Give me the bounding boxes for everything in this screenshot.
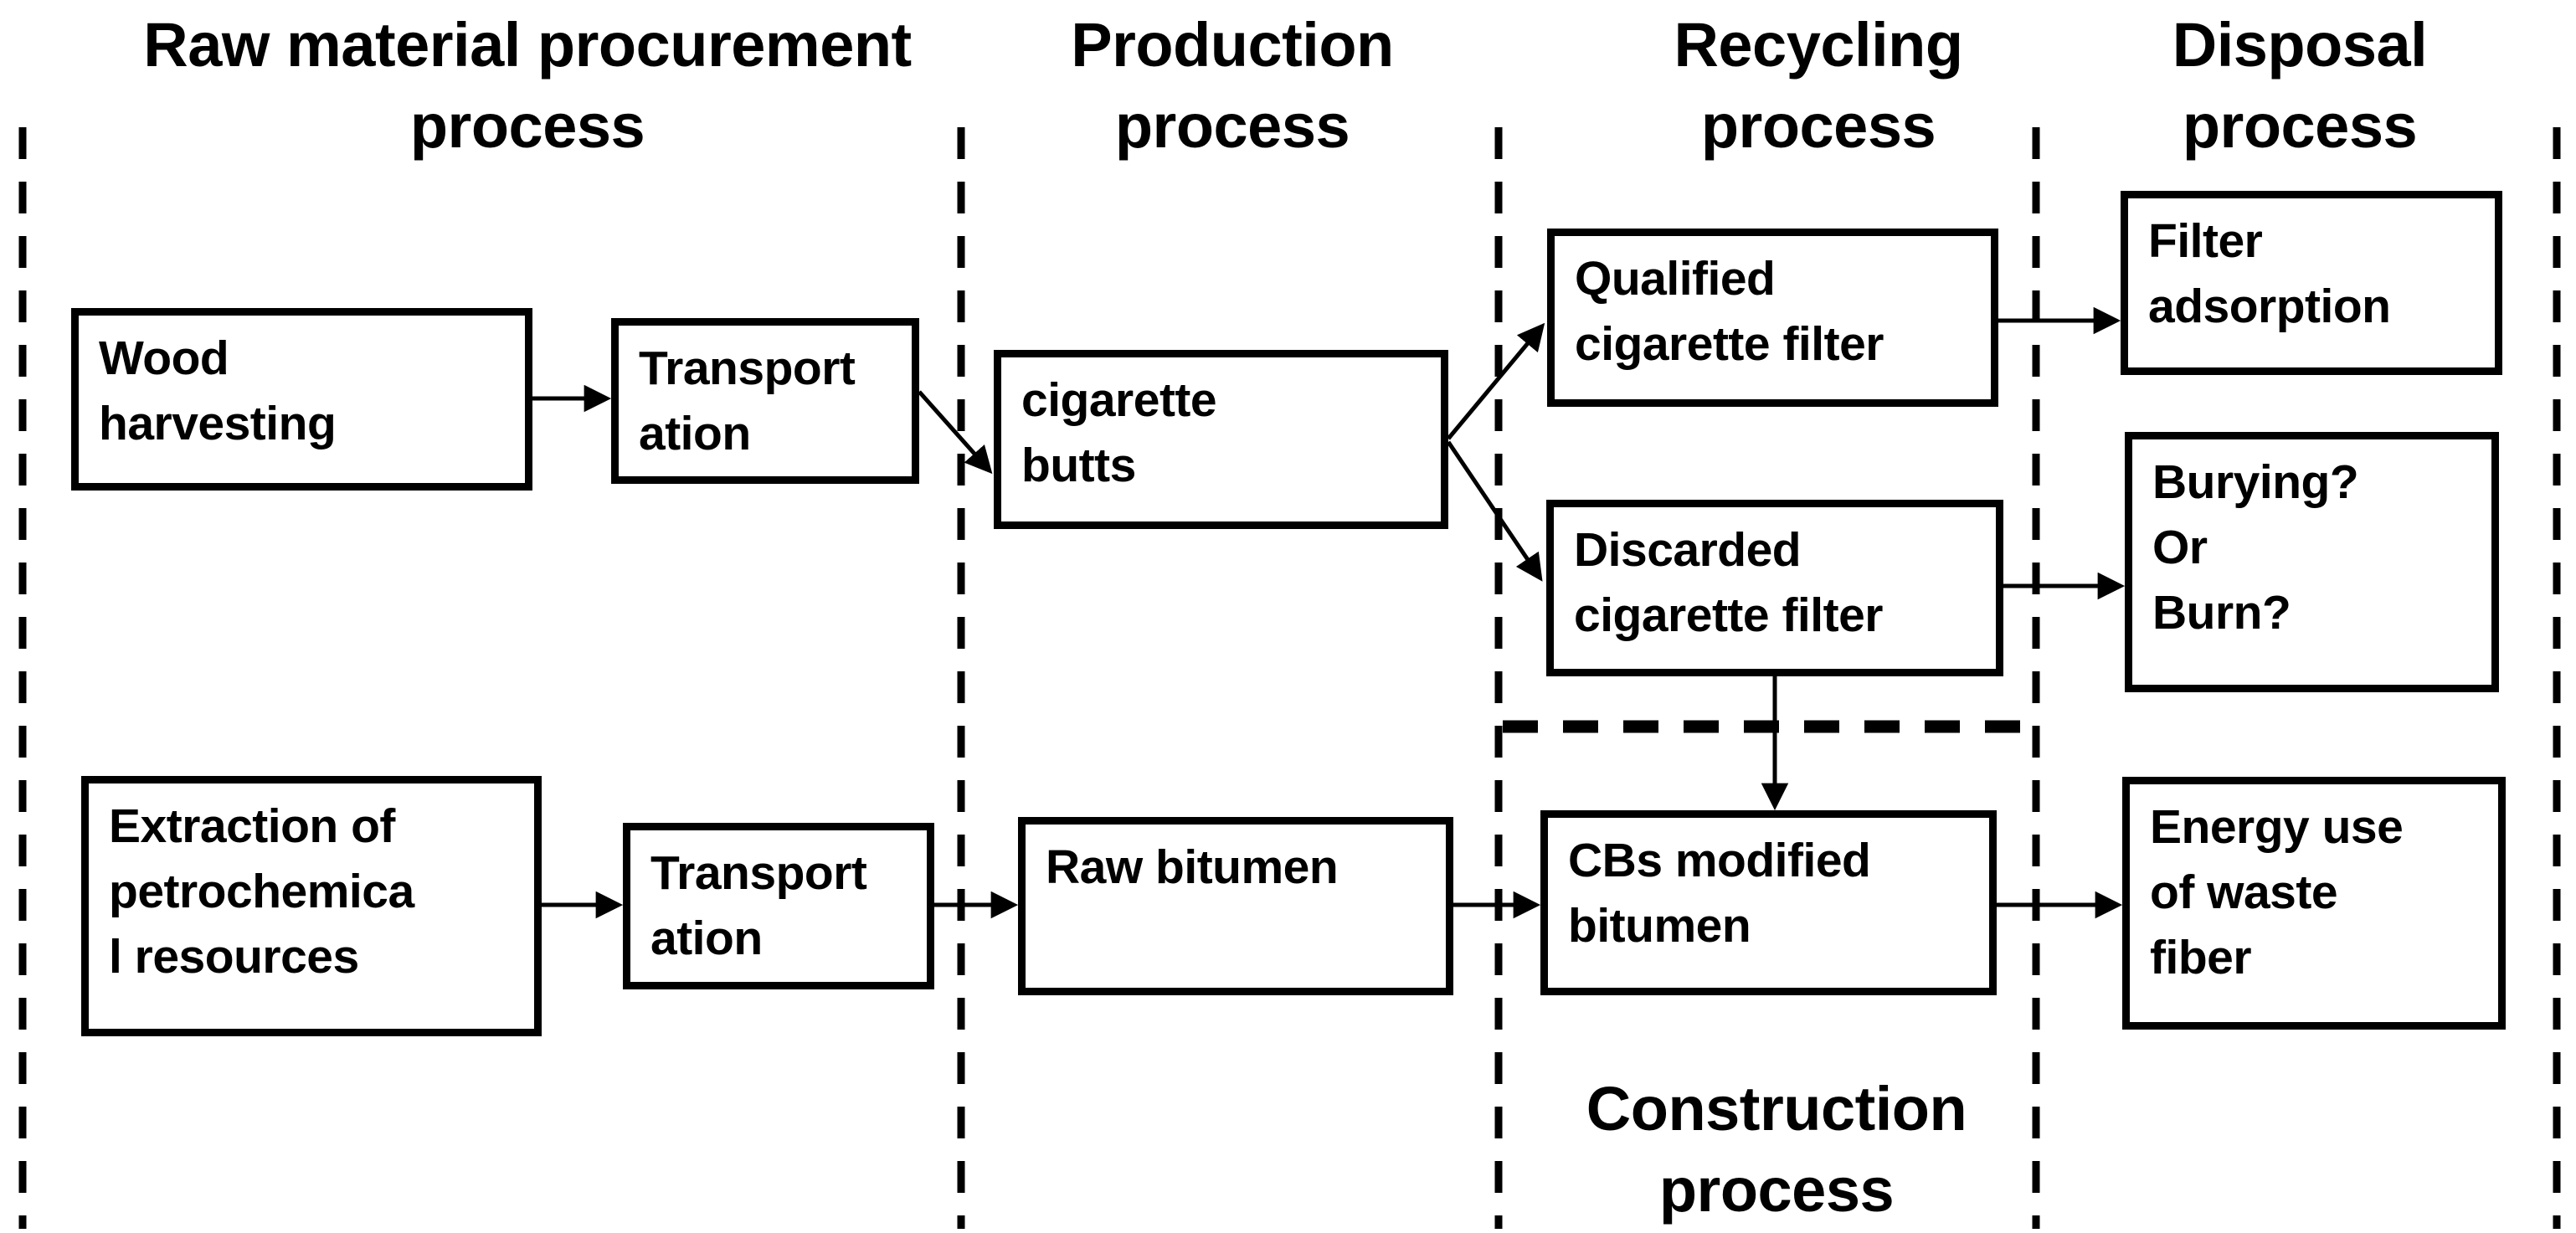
box-transportation-wood: Transport ation (611, 318, 919, 484)
box-filter-adsorption: Filter adsorption (2121, 191, 2502, 375)
arrow-cigarette-butts-to-qualified-filter (1447, 322, 1545, 440)
flow-arrows (532, 306, 2126, 919)
box-cigarette-butts: cigarette butts (994, 350, 1448, 529)
box-wood-harvesting: Wood harvesting (71, 308, 532, 491)
box-energy-use-of-waste-fiber: Energy use of waste fiber (2122, 777, 2506, 1030)
construction-process-label: Construction process (1586, 1074, 1967, 1225)
box-raw-bitumen: Raw bitumen (1018, 817, 1453, 995)
arrow-transportation-to-cigarette-butts (918, 390, 993, 475)
column-title-production: Production process (1071, 10, 1394, 161)
box-transportation-petrochemical: Transport ation (623, 823, 934, 989)
box-discarded-cigarette-filter: Discarded cigarette filter (1546, 500, 2003, 676)
box-qualified-cigarette-filter: Qualified cigarette filter (1547, 229, 1998, 407)
column-title-raw-material-procurement: Raw material procurement process (143, 10, 912, 161)
arrow-cigarette-butts-to-discarded-filter (1446, 440, 1543, 582)
box-cbs-modified-bitumen: CBs modified bitumen (1540, 810, 1997, 995)
column-title-recycling: Recycling process (1674, 10, 1963, 161)
column-title-disposal: Disposal process (2172, 10, 2428, 161)
phase-divider-lines (18, 127, 2561, 1229)
box-burying-or-burn: Burying? Or Burn? (2125, 432, 2499, 692)
box-extraction-petrochemical-resources: Extraction of petrochemica l resources (81, 776, 542, 1036)
